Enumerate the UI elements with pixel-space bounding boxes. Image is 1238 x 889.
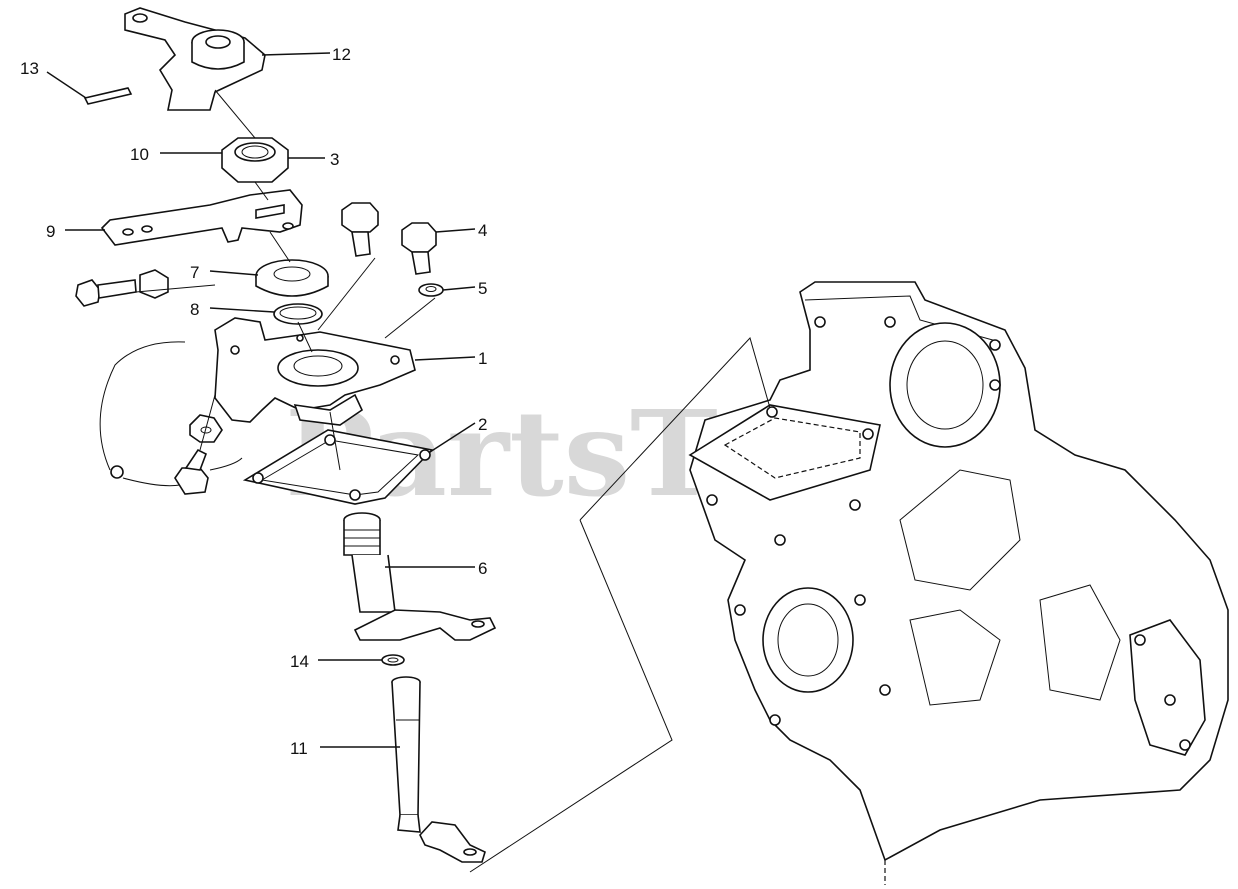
callout-12: 12: [332, 45, 351, 64]
part-3-nut: [221, 137, 289, 183]
callout-13: 13: [20, 59, 39, 78]
part-12-lever: [124, 7, 266, 111]
callout-9: 9: [46, 222, 55, 241]
callout-4: 4: [478, 221, 487, 240]
part-1-housing: [214, 317, 416, 426]
part-8-oring: [273, 303, 323, 325]
callout-3: 3: [330, 150, 339, 169]
callout-7: 7: [190, 263, 199, 282]
callout-14: 14: [290, 652, 309, 671]
callout-11: 11: [290, 739, 308, 758]
callout-6: 6: [478, 559, 487, 578]
part-2-gasket: [242, 429, 434, 505]
part-7-seal: [255, 259, 329, 297]
part-13-pin: [83, 87, 133, 105]
part-14-clip: [381, 654, 405, 666]
callout-2: 2: [478, 415, 487, 434]
leader-lines: [46, 52, 476, 748]
engine-housing: [688, 281, 1229, 885]
part-6-shaft: [343, 512, 497, 641]
callout-10: 10: [130, 145, 149, 164]
part-9-plate: [100, 189, 303, 246]
part-11-shaft: [391, 676, 486, 863]
callout-labels: 1 2 3 4 5 6 7 8 9 10 11 12 13 14: [20, 45, 487, 758]
assembly-outline: [579, 337, 771, 521]
callout-5: 5: [478, 279, 487, 298]
part-5-washer: [418, 283, 444, 297]
callout-1: 1: [478, 349, 487, 368]
part-4-bolts: [341, 202, 437, 275]
assembly-lines: [135, 89, 436, 471]
callout-8: 8: [190, 300, 199, 319]
